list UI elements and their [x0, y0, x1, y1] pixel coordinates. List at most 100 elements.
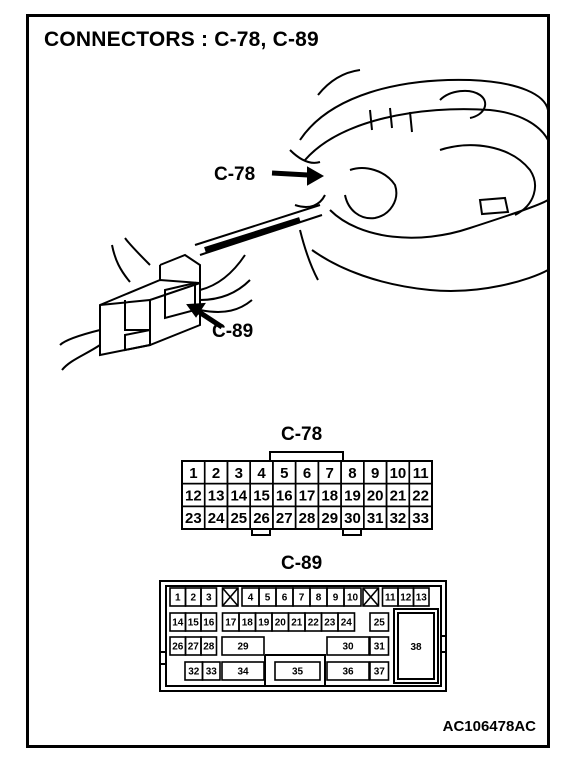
c78-pin-32: 32 — [390, 510, 407, 527]
c78-pin-21: 21 — [390, 488, 407, 505]
c89-pin-24: 24 — [341, 618, 353, 629]
c89-pin-28-cell — [200, 636, 218, 656]
c89-pin-10-cell — [343, 587, 362, 607]
c89-pin-25: 25 — [374, 618, 386, 629]
c89-pin-35: 35 — [292, 667, 304, 678]
c89-pin-28: 28 — [203, 642, 215, 653]
c78-pin-33: 33 — [412, 510, 429, 527]
c89-pin-18: 18 — [242, 618, 254, 629]
diagram-frame — [26, 14, 550, 748]
c89-pin-35-cell — [274, 661, 321, 681]
c89-pin-5: 5 — [265, 593, 271, 604]
c89-pin-31-cell — [369, 636, 390, 656]
c78-pin-15: 15 — [253, 488, 270, 505]
c89-pin-34: 34 — [237, 667, 249, 678]
c78-pin-13: 13 — [208, 488, 225, 505]
c89-pin-36: 36 — [342, 667, 354, 678]
c78-pin-27: 27 — [276, 510, 293, 527]
c78-pin-11: 11 — [413, 465, 429, 482]
c78-pin-5: 5 — [280, 465, 288, 482]
c89-pin-27: 27 — [188, 642, 200, 653]
c89-pin-3-cell — [200, 587, 218, 607]
c89-pin-29: 29 — [237, 642, 249, 653]
c89-pin-13: 13 — [416, 593, 428, 604]
c89-pin-8: 8 — [316, 593, 322, 604]
c78-pin-23: 23 — [185, 510, 202, 527]
c89-pin-3: 3 — [206, 593, 212, 604]
c89-pin-33-cell — [201, 661, 221, 681]
c89-pin-30: 30 — [342, 642, 354, 653]
c78-pin-14: 14 — [230, 488, 247, 505]
c89-pin-14: 14 — [172, 618, 184, 629]
c78-pin-12: 12 — [185, 488, 202, 505]
c78-pin-33-cell — [408, 505, 433, 530]
c89-pointer-label: C-89 — [212, 321, 254, 342]
c89-pin-19: 19 — [258, 618, 270, 629]
c89-pin-4: 4 — [248, 593, 254, 604]
c89-pin-16: 16 — [203, 618, 215, 629]
c89-pin-17: 17 — [225, 618, 237, 629]
c89-pin-32: 32 — [188, 667, 200, 678]
c89-pin-38: 38 — [410, 642, 422, 653]
c78-pin-20: 20 — [367, 488, 384, 505]
c89-pin-37-cell — [369, 661, 390, 681]
c78-pin-2: 2 — [212, 465, 220, 482]
c89-pin-24-cell — [337, 612, 356, 632]
c89-pin-9: 9 — [333, 593, 339, 604]
document-code: AC106478AC — [442, 718, 536, 735]
c78-pin-10: 10 — [390, 465, 407, 482]
c78-header: C-78 — [281, 424, 323, 445]
c78-pin-3: 3 — [235, 465, 243, 482]
c89-pin-7: 7 — [299, 593, 305, 604]
c89-blank-right-cell — [362, 587, 380, 607]
c78-pin-4: 4 — [257, 465, 266, 482]
c89-pin-23: 23 — [324, 618, 336, 629]
c89-pin-36-cell — [326, 661, 370, 681]
c78-pin-31: 31 — [367, 510, 384, 527]
c78-pin-9: 9 — [371, 465, 379, 482]
c89-pin-29-cell — [221, 636, 265, 656]
blank-pin-cross — [221, 587, 239, 607]
page-title: CONNECTORS : C-78, C-89 — [44, 28, 319, 51]
c78-pin-28: 28 — [299, 510, 316, 527]
c89-pin-25-cell — [369, 612, 390, 632]
c89-pin-12: 12 — [400, 593, 412, 604]
c78-pin-25: 25 — [230, 510, 247, 527]
c78-pin-29: 29 — [321, 510, 338, 527]
c89-pin-15: 15 — [188, 618, 200, 629]
c78-pin-30: 30 — [344, 510, 361, 527]
c89-pin-11: 11 — [385, 593, 396, 604]
c78-pin-16: 16 — [276, 488, 293, 505]
c78-pin-24: 24 — [208, 510, 225, 527]
c78-pointer-label: C-78 — [214, 164, 256, 185]
c78-pin-1: 1 — [189, 465, 197, 482]
c78-pin-19: 19 — [344, 488, 361, 505]
c89-pin-1: 1 — [175, 593, 181, 604]
c89-pin-13-cell — [412, 587, 430, 607]
c89-pin-16-cell — [200, 612, 218, 632]
c89-pin-37: 37 — [374, 667, 386, 678]
c89-pin-26: 26 — [172, 642, 184, 653]
c89-pin-21: 21 — [291, 618, 303, 629]
c78-pin-6: 6 — [303, 465, 311, 482]
blank-pin-cross — [362, 587, 380, 607]
c89-pin-10: 10 — [347, 593, 359, 604]
c78-pin-22: 22 — [412, 488, 429, 505]
c78-pin-18: 18 — [321, 488, 338, 505]
c78-pin-8: 8 — [348, 465, 356, 482]
c89-pin-2: 2 — [190, 593, 196, 604]
c89-pin-34-cell — [221, 661, 265, 681]
c89-pin-20: 20 — [275, 618, 287, 629]
c89-pin-33: 33 — [206, 667, 218, 678]
c89-pin-6: 6 — [282, 593, 288, 604]
c89-pin-31: 31 — [374, 642, 386, 653]
c89-blank-left-cell — [221, 587, 239, 607]
c89-pin-22: 22 — [308, 618, 320, 629]
c78-pin-17: 17 — [299, 488, 316, 505]
c89-pin-30-cell — [326, 636, 370, 656]
c78-pin-7: 7 — [326, 465, 334, 482]
c89-header: C-89 — [281, 553, 323, 574]
